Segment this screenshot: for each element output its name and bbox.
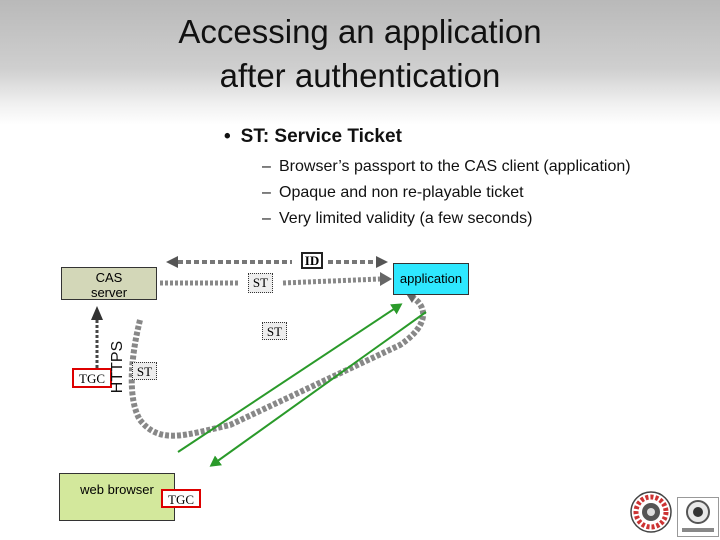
https-arrow: [91, 306, 103, 368]
redirect-loop-arrow: [128, 290, 427, 439]
sub-bullet-text: Browser’s passport to the CAS client (ap…: [279, 158, 631, 175]
https-label: HTTPS: [109, 340, 126, 394]
sub-bullet: –Opaque and non re-playable ticket: [262, 180, 631, 206]
tgc-browser-label: TGC: [161, 489, 201, 508]
application-box: application: [393, 263, 469, 295]
main-bullet: • ST: Service Ticket: [224, 126, 402, 148]
cas-server-label-line-1: CAS: [95, 270, 123, 285]
slide-title: Accessing an application after authentic…: [0, 10, 720, 98]
sub-bullet: –Very limited validity (a few seconds): [262, 206, 631, 232]
st-label: ST: [132, 362, 157, 380]
web-browser-box: web browser: [59, 473, 175, 521]
cas-server-label-line-2: server: [90, 285, 128, 300]
id-label: ID: [301, 252, 323, 269]
slide-title-line-2: after authentication: [219, 57, 501, 94]
sub-bullet-text: Very limited validity (a few seconds): [279, 210, 533, 227]
university-seal-logo: [630, 491, 672, 533]
tgc-cookie-label: TGC: [72, 368, 112, 388]
sub-bullet-list: –Browser’s passport to the CAS client (a…: [262, 154, 631, 232]
title-band: [0, 0, 720, 125]
sub-bullet: –Browser’s passport to the CAS client (a…: [262, 154, 631, 180]
id-validation-arrow: [166, 256, 388, 268]
esrf-logo: [677, 497, 719, 537]
dash-marker: –: [262, 184, 271, 201]
browser-app-arrows: [177, 303, 427, 467]
st-label: ST: [262, 322, 287, 340]
dash-marker: –: [262, 210, 271, 227]
st-delivery-arrow: [160, 272, 392, 286]
dash-marker: –: [262, 158, 271, 175]
slide-title-line-1: Accessing an application: [178, 13, 542, 50]
bullet-text: ST: Service Ticket: [240, 126, 402, 147]
bullet-dot: •: [224, 126, 231, 147]
cas-server-box: CAS server: [61, 267, 157, 300]
sub-bullet-text: Opaque and non re-playable ticket: [279, 184, 524, 201]
st-label: ST: [248, 273, 273, 293]
